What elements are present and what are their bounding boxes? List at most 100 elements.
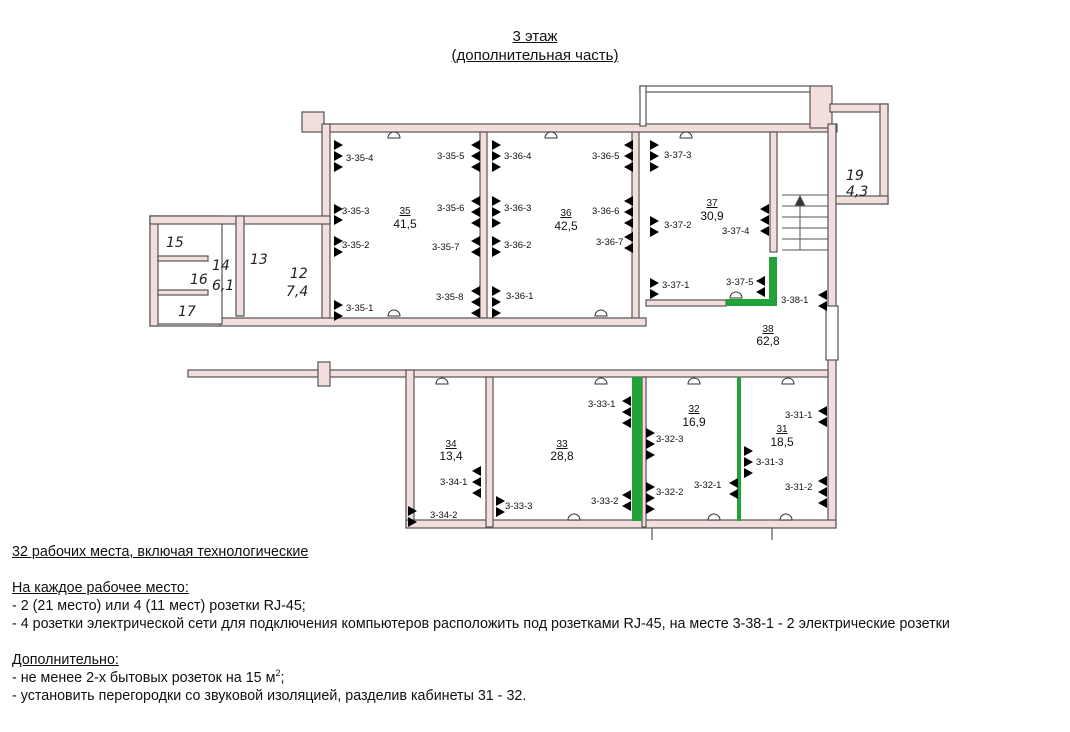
socket-triangle [471, 196, 480, 206]
socket-label: 3-37-3 [664, 150, 691, 161]
stairs [782, 194, 828, 251]
room-31-number: 31 [776, 424, 788, 435]
socket-triangle [650, 140, 659, 150]
socket-triangle [744, 446, 753, 456]
socket-triangle [624, 140, 633, 150]
socket-triangle [492, 297, 501, 307]
socket-triangle [622, 490, 631, 500]
socket-label: 3-35-7 [432, 242, 459, 253]
socket-triangle [334, 204, 343, 214]
socket-triangle [646, 504, 655, 514]
socket-triangle [729, 478, 738, 488]
room-12-number: 12 [290, 266, 308, 282]
socket-label: 3-31-3 [756, 457, 783, 468]
socket-label: 3-35-6 [437, 203, 464, 214]
socket-triangle [744, 457, 753, 467]
socket-label: 3-32-1 [694, 480, 721, 491]
room-32-area: 16,9 [682, 415, 706, 429]
room-35-number: 35 [399, 206, 411, 217]
socket-label: 3-37-2 [664, 220, 691, 231]
socket-triangle [818, 406, 827, 416]
room-33-area: 28,8 [550, 449, 574, 463]
socket-triangle [756, 287, 765, 297]
socket-triangle [624, 151, 633, 161]
room-34-area: 13,4 [439, 449, 463, 463]
room-37-area: 30,9 [700, 209, 724, 223]
room-15-number: 15 [166, 235, 184, 251]
socket-triangle [756, 276, 765, 286]
socket-triangle [471, 247, 480, 257]
workplaces-summary: 32 рабочих места, включая технологически… [12, 544, 309, 560]
socket-triangle [334, 300, 343, 310]
socket-triangle [471, 218, 480, 228]
floor-plan: 15 16 14 6,1 13 12 7,4 17 19 4,3 35 41,5… [149, 85, 889, 540]
socket-label: 3-36-2 [504, 240, 531, 251]
socket-triangle [646, 439, 655, 449]
socket-triangle [760, 215, 769, 225]
room-16-number: 16 [190, 272, 208, 288]
room-37-number: 37 [706, 198, 718, 209]
socket-label: 3-37-4 [722, 226, 749, 237]
socket-triangle [646, 450, 655, 460]
unit-superscript: 2 [275, 668, 281, 679]
socket-label: 3-33-2 [591, 496, 618, 507]
socket-triangle [471, 140, 480, 150]
socket-label: 3-35-8 [436, 292, 463, 303]
socket-label: 3-36-5 [592, 151, 619, 162]
socket-triangle [622, 407, 631, 417]
socket-label: 3-36-3 [504, 203, 531, 214]
socket-triangle [818, 417, 827, 427]
socket-triangle [622, 396, 631, 406]
room-14-area: 6,1 [212, 278, 234, 294]
room-36-number: 36 [560, 208, 572, 219]
socket-label: 3-36-1 [506, 291, 533, 302]
socket-label: 3-37-5 [726, 277, 753, 288]
room-13-number: 13 [250, 252, 268, 268]
socket-labels: 3-35-4 3-35-3 3-35-2 3-35-1 3-35-5 3-35-… [342, 150, 812, 521]
per-workplace-item: - 4 розетки электрической сети для подкл… [12, 616, 950, 632]
socket-triangle [492, 207, 501, 217]
socket-triangle [622, 418, 631, 428]
per-workplace-item: - 2 (21 место) или 4 (11 мест) розетки R… [12, 598, 306, 614]
socket-triangle [646, 482, 655, 492]
socket-triangle [818, 290, 827, 300]
socket-triangle [334, 162, 343, 172]
socket-triangle [622, 501, 631, 511]
socket-label: 3-35-2 [342, 240, 369, 251]
socket-triangle [650, 151, 659, 161]
room-17-number: 17 [178, 304, 196, 320]
additional-item-tail: ; [280, 670, 285, 686]
socket-triangle [496, 496, 505, 506]
additional-item: - установить перегородки со звуковой изо… [12, 688, 527, 704]
socket-triangle [492, 196, 501, 206]
door-symbols [387, 131, 795, 521]
plan-title: 3 этаж (дополнительная часть) [0, 27, 1070, 65]
socket-triangle [492, 236, 501, 246]
socket-triangle [492, 162, 501, 172]
per-workplace-heading: На каждое рабочее место: [12, 580, 189, 596]
socket-label: 3-31-1 [785, 410, 812, 421]
socket-triangle [334, 215, 343, 225]
room-36-area: 42,5 [554, 219, 578, 233]
socket-triangle [408, 506, 417, 516]
socket-triangle [492, 218, 501, 228]
socket-triangle [472, 466, 481, 476]
room-33-number: 33 [556, 439, 568, 450]
socket-triangle [496, 507, 505, 517]
socket-triangle [471, 236, 480, 246]
walls [149, 85, 889, 540]
socket-label: 3-35-3 [342, 206, 369, 217]
socket-triangle [492, 140, 501, 150]
socket-label: 3-37-1 [662, 280, 689, 291]
room-19-number: 19 [846, 168, 864, 184]
socket-triangle [471, 162, 480, 172]
socket-triangle [650, 278, 659, 288]
socket-triangle [624, 243, 633, 253]
socket-triangle [408, 517, 417, 527]
requirements-notes: 32 рабочих места, включая технологически… [12, 543, 950, 705]
room-35-area: 41,5 [393, 217, 417, 231]
socket-triangle [650, 227, 659, 237]
socket-triangle [818, 476, 827, 486]
socket-label: 3-35-5 [437, 151, 464, 162]
socket-triangle [492, 308, 501, 318]
